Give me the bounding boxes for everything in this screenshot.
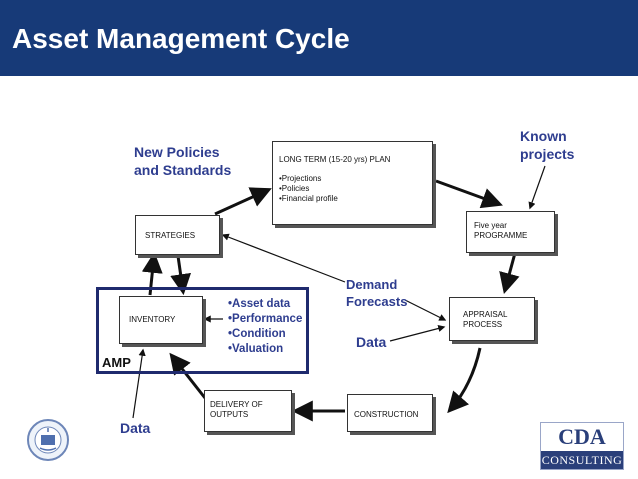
asset-item-performance: •Performance <box>228 313 303 325</box>
arrow-strategies-to-plan <box>214 187 272 216</box>
delivery-line2: OUTPUTS <box>210 410 249 419</box>
consulting-logo-text: CONSULTING <box>541 451 623 469</box>
data-bottom-label: Data <box>120 420 151 436</box>
page-title: Asset Management Cycle <box>12 23 350 54</box>
demand-forecasts-label: Demand Forecasts <box>346 277 408 309</box>
arrow-appraisal-to-construction <box>447 347 482 414</box>
plan-item-policies: •Policies <box>279 184 310 193</box>
plan-item-financial-profile: •Financial profile <box>279 194 338 203</box>
title-bar: Asset Management Cycle <box>0 0 638 76</box>
data-center-label: Data <box>356 334 387 350</box>
asset-item-asset-data: •Asset data <box>228 298 291 310</box>
asset-item-valuation: •Valuation <box>228 343 284 355</box>
long-term-plan-title: LONG TERM (15-20 yrs) PLAN <box>279 155 391 164</box>
arrow-delivery-to-inventory <box>169 352 207 399</box>
asset-items-list: •Asset data •Performance •Condition •Val… <box>228 297 302 357</box>
plan-item-projections: •Projections <box>279 174 322 183</box>
delivery-of-outputs-box: DELIVERY OF OUTPUTS <box>204 390 292 432</box>
amp-label: AMP <box>102 355 131 370</box>
long-term-plan-box: LONG TERM (15-20 yrs) PLAN •Projections … <box>272 141 433 225</box>
arrow-strategies-to-inventory <box>170 255 192 296</box>
construction-box: CONSTRUCTION <box>347 394 433 432</box>
cda-logo-text: CDA <box>558 424 606 449</box>
arrow-programme-to-appraisal <box>499 252 520 295</box>
water-company-seal-icon <box>27 419 69 461</box>
delivery-line1: DELIVERY OF <box>210 400 263 409</box>
known-projects-label: Known projects <box>520 128 575 162</box>
five-year-line1: Five year <box>474 221 507 230</box>
arrow-data-to-appraisal <box>389 324 446 342</box>
arrow-known-projects <box>528 165 546 210</box>
appraisal-line1: APPRAISAL <box>463 310 508 319</box>
construction-title: CONSTRUCTION <box>354 410 419 419</box>
arrow-demand-to-strategies <box>221 233 346 283</box>
arrow-data-to-inventory <box>132 348 146 419</box>
inventory-title: INVENTORY <box>129 315 176 324</box>
asset-item-condition: •Condition <box>228 328 286 340</box>
strategies-title: STRATEGIES <box>145 231 196 240</box>
five-year-line2: PROGRAMME <box>474 231 528 240</box>
appraisal-line2: PROCESS <box>463 320 503 329</box>
arrow-demand-to-appraisal <box>404 299 447 321</box>
arrow-plan-to-programme <box>435 179 503 209</box>
inventory-box: INVENTORY <box>119 296 203 344</box>
new-policies-label: New Policies and Standards <box>134 144 232 178</box>
strategies-box: STRATEGIES <box>135 215 220 255</box>
cda-consulting-logo: CDA CONSULTING <box>540 422 624 470</box>
amp-frame <box>96 287 309 374</box>
appraisal-process-box: APPRAISAL PROCESS <box>449 297 535 341</box>
five-year-programme-box: Five year PROGRAMME <box>466 211 555 253</box>
